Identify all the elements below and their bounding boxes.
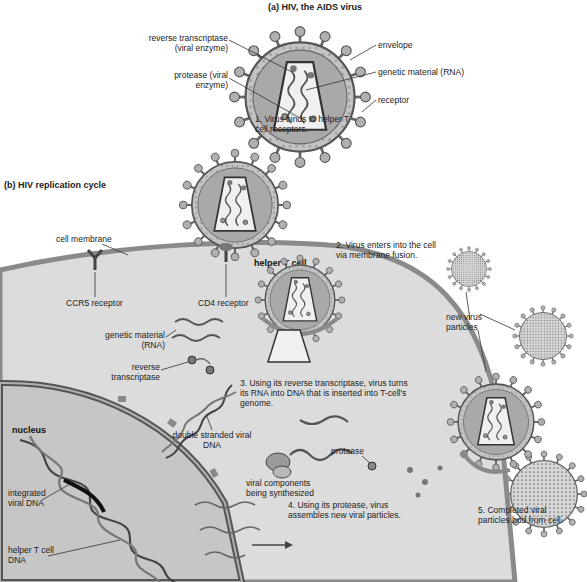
viral-component [407,467,413,473]
annotation-label: protease [331,446,381,456]
annotation-label: new virus particles [446,312,498,332]
leader-line [350,45,376,60]
leader-line [48,540,120,556]
panel-heading: (a) HIV, the AIDS virus [240,2,390,13]
annotation-label: viral components being synthesized [246,478,326,498]
new-virus-particle [513,306,574,367]
ribosome [266,453,290,471]
fusion-membrane [262,318,338,334]
budding-membrane [462,452,510,472]
arrowhead [285,541,293,549]
binding-virus [179,149,290,260]
host-dna-strand [20,440,175,582]
viral-component [416,493,421,498]
leader-line [95,272,96,297]
ccr5-receptor [88,250,102,270]
new-virus-particle [447,247,492,292]
viral-mrna [200,527,260,533]
hiv-virion [230,27,371,168]
budding-virus [447,373,545,471]
viral-mrna [205,552,245,558]
cd4-receptor [219,243,233,262]
leader-line [478,330,486,372]
node-label: nucleus [12,425,46,436]
fusing-virus [255,255,345,345]
annotation-label: CD4 receptor [198,298,268,308]
leader-line [480,314,515,330]
capsid-release [270,330,290,352]
annotation-label: genetic material (RNA) [378,67,488,77]
node-label: helper T cell [254,258,307,269]
reverse-transcriptase-enzyme [188,356,196,364]
leader-lines [42,40,515,556]
leader-line [226,264,227,297]
annotation-label: reverse transcriptase (viral enzyme) [140,33,228,53]
process-arrow [252,544,285,546]
annotation-label: 4. Using its protease, virus assembles n… [288,500,408,520]
annotation-label: double stranded viral DNA [172,430,252,450]
leader-line [166,330,176,337]
protease-enzyme [368,462,376,470]
leader-line [306,72,376,90]
nucleus-inner-membrane [0,383,242,582]
leader-line [42,484,70,500]
reverse-transcriptase-enzyme [206,366,214,374]
viral-dna-strand [166,385,232,458]
annotation-label: integrated viral DNA [8,488,60,508]
leader-line [362,100,376,112]
annotation-label: 3. Using its reverse transcriptase, viru… [240,378,408,408]
annotation-label: receptor [378,95,438,105]
annotation-label: 5. Completed viral particles bud from ce… [478,505,576,525]
nuclear-pore [167,418,177,428]
leader-line [206,414,212,430]
annotation-label: 2. Virus enters into the cell via membra… [336,240,448,260]
viral-component [422,479,428,485]
annotation-label: helper T cell DNA [8,545,60,565]
receptor-head [219,243,233,251]
helper-t-cell: helper T cell nucleus [0,238,525,582]
viral-dna-strand [162,392,236,452]
viral-rna-strand [172,335,220,341]
leader-line [229,78,300,118]
panel-heading: (b) HIV replication cycle [4,180,154,191]
released-capsid [268,330,310,362]
annotation-label: genetic material (RNA) [100,330,165,350]
annotation-label: protease (viral enzyme) [168,70,228,90]
annotation-label: 1. Virus binds to helper T cell receptor… [255,114,360,134]
annotation-label: reverse transcriptase [95,362,160,382]
helper-t-cell-shape [0,243,515,582]
receptor-arm [88,250,95,258]
host-dna-strand [30,436,160,582]
receptor-stem [225,250,228,262]
dna-synthesis [196,359,210,364]
viral-rna-strand [175,319,223,325]
panel-gap [0,175,587,176]
leader-line [362,456,370,463]
viral-mrna [195,502,255,508]
leader-line [161,362,188,370]
integrated-viral-segment [64,480,104,512]
nuclear-pore [209,468,218,478]
leader-line [229,40,292,72]
viral-protein-chain [300,416,348,424]
annotation-label: cell membrane [56,234,136,244]
ribosome [273,466,291,478]
viral-component [438,466,443,471]
annotation-label: CCR5 receptor [66,298,146,308]
annotation-label: envelope [378,40,458,50]
receptor-arm [95,250,102,258]
leader-line [102,244,128,255]
nuclear-pore [118,396,126,402]
nucleus-shape [0,383,242,582]
receptor-stem [94,258,97,270]
